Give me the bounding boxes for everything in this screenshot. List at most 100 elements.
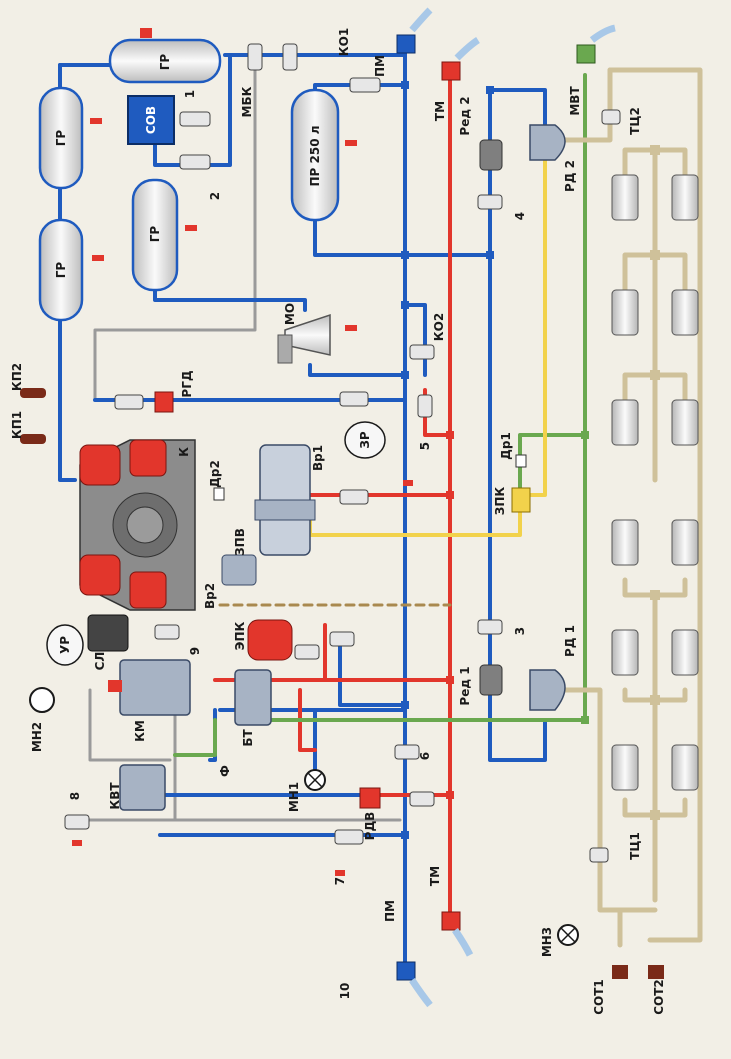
junctions (401, 81, 494, 839)
svg-text:ТЦ1: ТЦ1 (628, 832, 642, 860)
svg-text:МО: МО (283, 303, 297, 325)
svg-text:ЭПК: ЭПК (233, 621, 247, 650)
end-hose-mvt: МВТ (568, 24, 616, 116)
choke-dr1: Др1 (499, 432, 527, 468)
control-line (173, 73, 587, 757)
main-reservoir-4: ГР (131, 178, 179, 292)
svg-text:ПМ: ПМ (383, 900, 397, 922)
valve-handles (72, 28, 413, 876)
control-junctions (581, 431, 589, 724)
svg-text:КМ: КМ (133, 720, 147, 742)
svg-text:ГР: ГР (158, 54, 172, 71)
svg-text:СОТ2: СОТ2 (652, 979, 666, 1015)
svg-text:2: 2 (208, 192, 222, 200)
speed-recorder: СЛ (87, 614, 129, 671)
svg-text:7: 7 (333, 877, 347, 885)
svg-text:5: 5 (418, 442, 432, 450)
svg-text:ЗПВ: ЗПВ (233, 528, 247, 556)
svg-text:ПМ: ПМ (373, 55, 387, 77)
svg-text:4: 4 (513, 212, 527, 220)
svg-text:ГР: ГР (148, 226, 162, 243)
svg-text:Ред 2: Ред 2 (458, 96, 472, 135)
choke-dr2: Др2 (208, 460, 225, 501)
equalizing-reservoir: УР (46, 624, 84, 666)
svg-text:ТМ: ТМ (433, 101, 447, 121)
svg-text:СОТ1: СОТ1 (592, 979, 606, 1015)
ko1-label: КО1 (337, 28, 351, 56)
rdv-regulator: РДВ (359, 787, 381, 841)
svg-text:Др2: Др2 (208, 460, 222, 488)
reducer-red1: Ред 1 (458, 664, 503, 706)
svg-text:Др1: Др1 (499, 432, 513, 460)
zpv-valve: ЗПВ (221, 528, 257, 586)
svg-text:ТМ: ТМ (428, 866, 442, 886)
relay-rd2: РД 2 (529, 124, 577, 192)
cylinder-junctions (650, 145, 660, 820)
brake-cylinder-group-tc1: ТЦ1 (611, 519, 699, 860)
oil-separator: МО (277, 303, 331, 364)
zpk-valve: ЗПК (493, 487, 531, 516)
sov-device: СОВ (127, 95, 175, 145)
svg-text:ЗР: ЗР (358, 431, 372, 449)
svg-text:СЛ: СЛ (93, 652, 107, 671)
ko2-label: КО2 (432, 313, 446, 341)
brake-signal-sot2: СОТ2 (648, 965, 666, 1015)
safety-valve-kp1: КП1 (10, 411, 46, 444)
svg-text:РДВ: РДВ (363, 812, 377, 841)
drivers-valve-km: КМ (108, 659, 191, 742)
svg-text:СОВ: СОВ (144, 106, 158, 134)
svg-text:КП2: КП2 (10, 363, 24, 391)
svg-text:ЗПК: ЗПК (493, 487, 507, 516)
mbk-label: МБК (240, 86, 254, 117)
svg-text:1: 1 (183, 90, 197, 98)
svg-text:8: 8 (68, 792, 82, 800)
svg-text:УР: УР (58, 636, 72, 654)
pressure-gauge-mn3: МН3 (540, 924, 579, 957)
end-hose-tm-top: ТМ (433, 37, 480, 121)
vr2-label: Вр2 (203, 583, 217, 609)
svg-text:МВТ: МВТ (568, 86, 582, 116)
svg-text:БТ: БТ (241, 729, 255, 747)
end-hose-pm-bottom: ПМ (383, 900, 433, 1008)
svg-text:ГР: ГР (54, 130, 68, 147)
brake-junctions (446, 431, 454, 799)
svg-text:9: 9 (188, 647, 202, 655)
svg-text:ГР: ГР (54, 262, 68, 279)
spare-reservoir: ЗР (344, 421, 386, 459)
svg-text:ТЦ2: ТЦ2 (628, 107, 642, 135)
brake-signal-sot1: СОТ1 (592, 965, 628, 1015)
svg-text:КВТ: КВТ (108, 782, 122, 810)
pressure-gauge-mn2: МН2 (29, 687, 55, 752)
epk-valve: ЭПК (233, 619, 293, 661)
compressor: К (79, 439, 196, 611)
svg-text:РД 1: РД 1 (563, 625, 577, 657)
svg-text:Вр1: Вр1 (311, 445, 325, 471)
svg-text:МН2: МН2 (30, 722, 44, 752)
relay-rd1: РД 1 (529, 625, 577, 711)
callout-numbers: 1 2 3 4 5 6 7 8 9 10 (68, 90, 527, 1000)
end-hose-tm-bottom: ТМ (428, 866, 474, 957)
auxiliary-reservoir: ПР 250 л (290, 88, 340, 222)
svg-text:10: 10 (338, 983, 352, 1000)
pressure-gauge-mn1: МН1 (287, 769, 326, 812)
svg-text:МН3: МН3 (540, 927, 554, 957)
brake-cylinder-group-tc2: ТЦ2 (611, 107, 699, 446)
valves (64, 43, 621, 863)
filter-label: Ф (218, 765, 232, 777)
svg-text:КП1: КП1 (10, 411, 24, 439)
auxiliary-brake-valve-kvt: КВТ (108, 764, 166, 811)
brake-block-bt: БТ (234, 669, 272, 747)
svg-text:Ред 1: Ред 1 (458, 666, 472, 705)
safety-valve-kp2: КП2 (10, 363, 46, 398)
svg-text:3: 3 (513, 627, 527, 635)
gray-lines (78, 58, 402, 822)
svg-text:ПР 250 л: ПР 250 л (308, 125, 322, 186)
svg-text:РД 2: РД 2 (563, 160, 577, 192)
air-distributor-vr1: Вр1 (254, 444, 325, 556)
svg-text:К: К (177, 447, 191, 457)
main-reservoir-2: ГР (38, 218, 84, 322)
main-reservoir-1: ГР (38, 86, 84, 190)
main-reservoir-3: ГР (108, 38, 222, 84)
